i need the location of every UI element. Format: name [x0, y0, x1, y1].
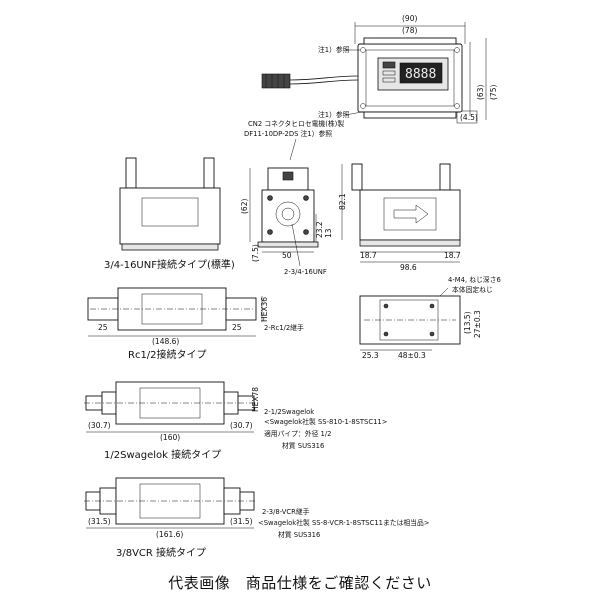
dim-4-5: (4.5) — [460, 113, 478, 122]
dim-rc-25-left: 25 — [98, 323, 108, 332]
vcr-view: (31.5) (31.5) (161.6) 2-3/8-VCR継手 <Swage… — [84, 477, 429, 559]
swagelok-pipe: 適用パイプ：外径 1/2 — [264, 429, 331, 438]
bottom-view: 4-M4, ねじ深さ6 本体固定ねじ (13.5) 27±0.3 25.3 48… — [359, 275, 501, 360]
dim-height-75: (75) — [489, 85, 498, 100]
dim-sw-30-7-left: (30.7) — [88, 421, 111, 430]
swagelok-spec: <Swagelok社製 SS-810-1-8STSC11> — [264, 417, 387, 426]
caption-vcr: 3/8VCR 接続タイプ — [116, 546, 206, 559]
bottom-note-1: 4-M4, ねじ深さ6 — [448, 275, 501, 284]
note-ref-bottom: 注1）参照 — [318, 110, 350, 119]
cable-connector — [261, 73, 291, 89]
flow-arrow-icon — [393, 204, 429, 224]
dim-62: (62) — [240, 199, 249, 214]
dim-width-90: (90) — [402, 14, 417, 23]
vcr-spec: <Swagelok社製 SS-8-VCR-1-8STSC11または相当品> — [258, 518, 429, 527]
dim-vcr-161-6: (161.6) — [156, 530, 183, 539]
swagelok-fitting: 2-1/2Swagelok — [264, 408, 314, 416]
rc-view: HEX36 25 25 (148.6) 2-Rc1/2継手 Rc1/2接続タイプ — [87, 287, 304, 361]
dim-18-7-left: 18.7 — [360, 251, 377, 260]
swagelok-view: HEX78 (30.7) (30.7) (160) 2-1/2Swagelok … — [84, 381, 387, 461]
swagelok-material: 材質 SUS316 — [282, 441, 324, 450]
dim-sw-30-7-right: (30.7) — [230, 421, 253, 430]
caption-swagelok: 1/2Swagelok 接続タイプ — [104, 448, 221, 461]
unf-left-view: 3/4-16UNF接続タイプ(標準) — [104, 157, 235, 271]
dim-27: 27±0.3 — [473, 310, 482, 338]
dim-48: 48±0.3 — [398, 351, 426, 360]
dim-height-63: (63) — [476, 85, 485, 100]
caption-unf: 3/4-16UNF接続タイプ(標準) — [104, 258, 235, 271]
dim-width-78: (78) — [402, 26, 417, 35]
dim-rc-148-6: (148.6) — [152, 337, 179, 346]
dim-sw-160: (160) — [160, 433, 180, 442]
side-view: 82.1 18.7 18.7 98.6 — [338, 163, 461, 272]
thread-rc: 2-Rc1/2継手 — [264, 323, 304, 332]
dim-13-5: (13.5) — [463, 311, 472, 334]
dim-18-7-right: 18.7 — [444, 251, 461, 260]
top-view: (90) (78) (63) (75) (4.5) 8888 — [261, 14, 498, 124]
connector-note-2: DF11-10DP-2DS 注1）参照 — [244, 129, 332, 138]
dim-rc-25-right: 25 — [232, 323, 242, 332]
bottom-note-2: 本体固定ねじ — [452, 285, 493, 294]
dim-vcr-31-5-right: (31.5) — [230, 517, 253, 526]
dim-50: 50 — [282, 251, 292, 260]
dim-25-3: 25.3 — [362, 351, 379, 360]
dim-13: 13 — [324, 228, 333, 238]
display-digits: 8888 — [405, 67, 436, 82]
led-display — [399, 62, 443, 84]
dim-7-5: (7.5) — [251, 244, 260, 262]
connector-note-1: CN2 コネクタヒロセ電機(株)製 — [248, 119, 344, 128]
dim-hex36: HEX36 — [260, 297, 269, 322]
vcr-material: 材質 SUS316 — [278, 530, 320, 539]
dim-82-1: 82.1 — [338, 193, 347, 210]
footer-notice: 代表画像 商品仕様をご確認ください — [168, 574, 432, 592]
vcr-fitting: 2-3/8-VCR継手 — [262, 507, 310, 516]
dim-98-6: 98.6 — [400, 263, 417, 272]
front-view: (62) 23.2 13 50 (7.5) 2-3/4-16UNF — [240, 167, 333, 276]
dim-23-2: 23.2 — [315, 221, 324, 238]
thread-unf: 2-3/4-16UNF — [284, 268, 327, 276]
caption-rc: Rc1/2接続タイプ — [128, 348, 207, 361]
dim-vcr-31-5-left: (31.5) — [88, 517, 111, 526]
note-ref-top: 注1）参照 — [318, 45, 350, 54]
dim-hex78: HEX78 — [251, 387, 260, 412]
